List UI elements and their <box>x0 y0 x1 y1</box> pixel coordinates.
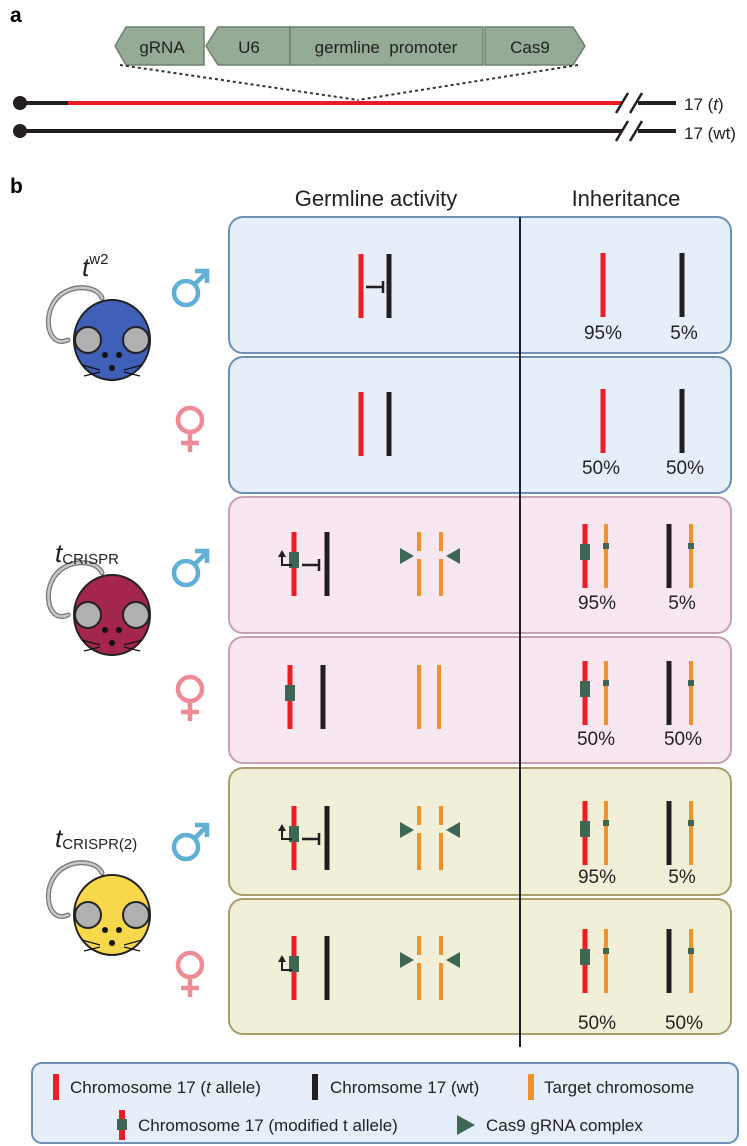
target-chromosome <box>437 665 441 729</box>
mouse-name-tcrispr: tCRISPR <box>55 538 119 568</box>
target-chromosome-cut <box>439 936 443 1000</box>
cas9-grna-complex-icon <box>400 822 414 838</box>
mouse-tw2 <box>46 285 151 381</box>
wt-chromosome <box>666 661 672 725</box>
target-chromosome-cut <box>417 936 421 1000</box>
inheritance-tw2-female: 50% 50% <box>582 389 704 479</box>
inheritance-percent: 50% <box>664 729 702 750</box>
mouse-name-tw2: tw2 <box>82 251 108 282</box>
inheritance-tcrispr-female: 50% 50% <box>577 661 702 750</box>
inheritance-tcrispr2-male: 95% 5% <box>578 801 696 888</box>
inheritance-percent: 50% <box>582 458 620 479</box>
construct-cas9-label: Cas9 <box>510 38 550 57</box>
wt-chromosome <box>679 389 685 453</box>
inheritance-percent: 5% <box>668 593 696 614</box>
t-allele-chromosome <box>358 254 364 318</box>
inheritance-percent: 50% <box>577 729 615 750</box>
header-germline-activity: Germline activity <box>295 186 458 211</box>
target-chromosome-cut <box>417 532 421 596</box>
chromosome-wt-line <box>13 120 676 142</box>
wt-chromosome <box>666 929 672 993</box>
mouse-tcrispr2 <box>46 860 151 956</box>
mouse-name-tcrispr2: tCRISPR(2) <box>55 823 137 853</box>
target-chromosome <box>417 665 421 729</box>
panel-b-label: b <box>10 175 23 198</box>
legend-modified-label: Chromosome 17 (modified t allele) <box>138 1116 398 1135</box>
cas9-grna-complex-icon <box>400 952 414 968</box>
wt-chromosome <box>324 806 330 870</box>
wt-chromosome <box>666 801 672 865</box>
construct-grna-shape <box>114 26 205 66</box>
germline-tcrispr2-female <box>277 936 460 1000</box>
header-inheritance: Inheritance <box>572 186 681 211</box>
mouse-tcrispr <box>46 560 151 656</box>
chromosome-wt-label: 17 (wt) <box>684 124 736 143</box>
cas9-grna-complex-icon <box>446 548 460 564</box>
target-chromosome-cut <box>439 806 443 870</box>
female-icon <box>178 953 202 997</box>
target-chromosome-cut <box>439 532 443 596</box>
construct-grna-label: gRNA <box>139 38 185 57</box>
germline-tcrispr2-male <box>277 806 460 870</box>
row-box-tcrispr2-female <box>228 898 732 1035</box>
legend-t-allele-label: Chromosome 17 (t allele) <box>70 1078 261 1097</box>
wt-chromosome <box>324 936 330 1000</box>
inheritance-tw2-male: 95% 5% <box>584 253 698 344</box>
inheritance-percent: 5% <box>670 323 698 344</box>
inheritance-tcrispr-male: 95% 5% <box>578 524 696 614</box>
legend-target-swatch <box>528 1074 534 1100</box>
wt-chromosome <box>320 665 326 729</box>
female-icon <box>178 408 202 452</box>
inheritance-percent: 50% <box>665 1013 703 1034</box>
legend-t-allele-swatch <box>53 1074 59 1100</box>
germline-tcrispr-female <box>285 665 441 729</box>
chromosome-t-label: 17 (t) <box>684 95 724 114</box>
chromosome-t-line <box>13 92 676 114</box>
legend-wt-swatch <box>312 1074 318 1100</box>
row-box-tcrispr-female <box>228 636 732 764</box>
construct-promoter-shape <box>289 26 484 66</box>
legend-cas9-label: Cas9 gRNA complex <box>486 1116 643 1135</box>
inheritance-percent: 50% <box>578 1013 616 1034</box>
legend-cas9-icon <box>457 1115 475 1135</box>
construct-u6-label: U6 <box>238 38 260 57</box>
cas9-grna-complex-icon <box>446 952 460 968</box>
legend-target-label: Target chromosome <box>544 1078 694 1097</box>
cas9-grna-complex-icon <box>400 548 414 564</box>
wt-chromosome <box>386 392 392 456</box>
male-icon <box>174 825 207 859</box>
t-allele-chromosome <box>358 392 364 456</box>
row-box-tw2-female <box>228 356 732 494</box>
construct-promoter-label: germline promoter <box>315 38 458 57</box>
row-box-tw2-male <box>228 216 732 354</box>
legend-modified-cassette <box>117 1119 127 1130</box>
wt-chromosome <box>666 524 672 588</box>
target-chromosome-cut <box>417 806 421 870</box>
row-box-tcrispr2-male <box>228 767 732 896</box>
inheritance-percent: 95% <box>578 593 616 614</box>
insertion-lines <box>119 64 579 101</box>
male-icon <box>174 551 207 585</box>
inheritance-percent: 95% <box>584 323 622 344</box>
cas9-grna-complex-icon <box>446 822 460 838</box>
germline-tcrispr-male <box>277 532 460 596</box>
inheritance-percent: 95% <box>578 867 616 888</box>
t-allele-chromosome <box>600 253 606 317</box>
female-icon <box>178 677 202 721</box>
wt-chromosome <box>386 254 392 318</box>
legend: Chromosome 17 (t allele) Chromsome 17 (w… <box>53 1074 694 1140</box>
t-allele-chromosome <box>600 389 606 453</box>
construct-cas9-shape <box>484 26 586 66</box>
legend-wt-label: Chromsome 17 (wt) <box>330 1078 479 1097</box>
inheritance-percent: 50% <box>666 458 704 479</box>
wt-chromosome <box>324 532 330 596</box>
inheritance-tcrispr2-female: 50% 50% <box>578 929 703 1034</box>
legend-box <box>31 1062 739 1144</box>
wt-chromosome <box>679 253 685 317</box>
panel-a-label: a <box>10 4 22 27</box>
construct-cassette: gRNA U6 germline promoter Cas9 <box>114 26 586 66</box>
inheritance-percent: 5% <box>668 867 696 888</box>
male-icon <box>174 271 207 305</box>
